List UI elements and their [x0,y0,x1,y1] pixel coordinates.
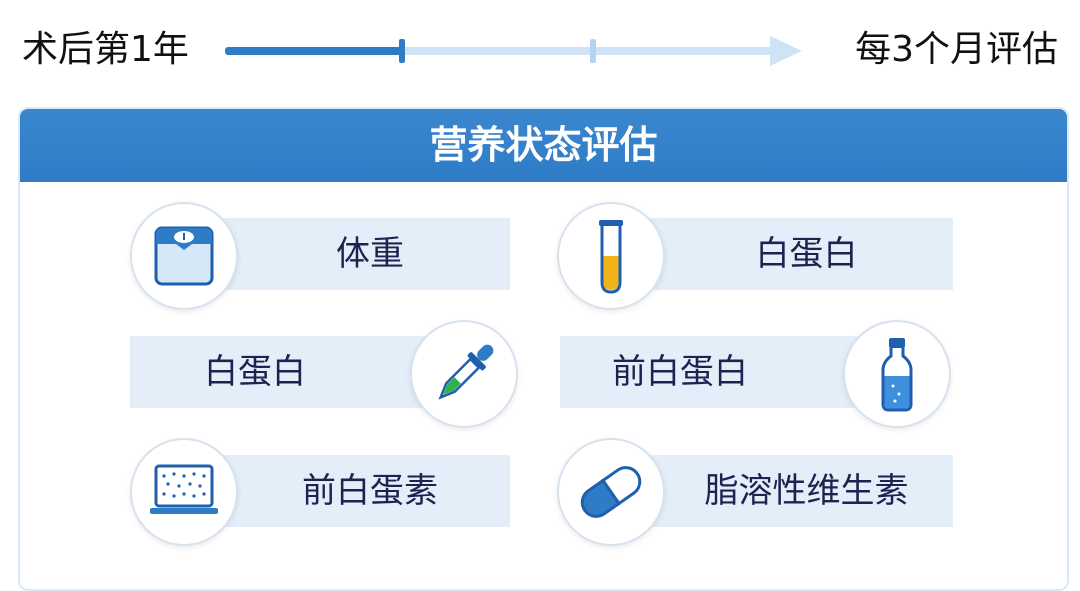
timeline-end-label: 每3个月评估 [855,29,1058,70]
timeline-tick [590,39,596,63]
item-fat-soluble-vitamins: 脂溶性维生素 [640,455,953,527]
item-prealbumin-2: 前白蛋素 [210,455,510,527]
arrowhead-icon [770,36,802,66]
dropper-icon [410,320,518,428]
item-albumin: 白蛋白 [640,218,953,290]
item-albumin-2: 白蛋白 [130,336,440,408]
test-tube-icon [557,202,665,310]
timeline-start-label: 术后第1年 [22,29,189,70]
capsule-icon [557,438,665,546]
scale-icon [130,202,238,310]
item-weight: 体重 [210,218,510,290]
item-prealbumin: 前白蛋白 [560,336,870,408]
laptop-icon [130,438,238,546]
bottle-icon [843,320,951,428]
timeline-arrow [225,36,802,66]
timeline-progress [225,47,405,55]
timeline-marker [399,39,405,63]
panel-title: 营养状态评估 [20,109,1067,182]
